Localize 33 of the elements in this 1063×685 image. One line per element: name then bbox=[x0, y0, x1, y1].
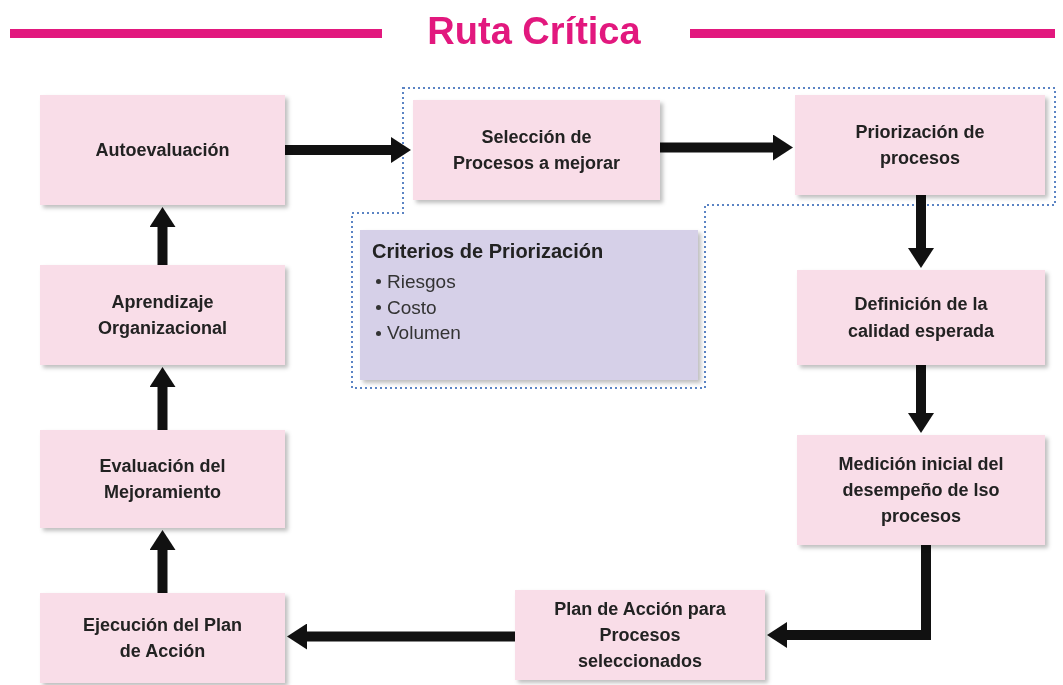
bullet-item: Riesgos bbox=[387, 270, 456, 294]
process-box bbox=[797, 270, 1045, 365]
box-label: Definición de la calidad esperada bbox=[846, 293, 996, 343]
process-box bbox=[40, 265, 285, 365]
box-label: Priorización de procesos bbox=[854, 120, 986, 170]
process-box bbox=[515, 590, 765, 680]
arrow bbox=[149, 207, 176, 265]
bullet-item: Costo bbox=[387, 295, 437, 320]
arrow bbox=[149, 530, 176, 593]
process-box bbox=[40, 430, 285, 528]
process-box bbox=[797, 435, 1045, 545]
box-label: Evaluación del Mejoramiento bbox=[98, 454, 227, 504]
panel-heading: Criterios de Priorización bbox=[372, 240, 605, 263]
process-box bbox=[795, 95, 1045, 195]
process-box bbox=[40, 95, 285, 205]
process-box bbox=[40, 593, 285, 683]
box-label: Aprendizaje Organizacional bbox=[96, 290, 228, 340]
box-label: Selección de Procesos a mejorar bbox=[451, 125, 622, 175]
box-label: Ejecución del Plan de Acción bbox=[81, 613, 243, 663]
box-label: Plan de Acción para Procesos seleccionados bbox=[553, 597, 727, 674]
criteria-panel bbox=[360, 230, 698, 380]
arrow bbox=[908, 365, 934, 433]
arrow bbox=[908, 195, 934, 268]
bullet-item: Volumen bbox=[387, 321, 461, 346]
box-label: Medición inicial del desempeño de lso procesos bbox=[837, 452, 1005, 529]
process-box bbox=[413, 100, 660, 200]
arrow bbox=[660, 134, 793, 161]
arrow bbox=[285, 137, 411, 163]
arrow bbox=[287, 623, 515, 650]
arrow bbox=[767, 545, 931, 648]
arrow bbox=[149, 367, 176, 430]
title: Ruta Crítica bbox=[426, 10, 642, 53]
box-label: Autoevaluación bbox=[95, 138, 230, 162]
